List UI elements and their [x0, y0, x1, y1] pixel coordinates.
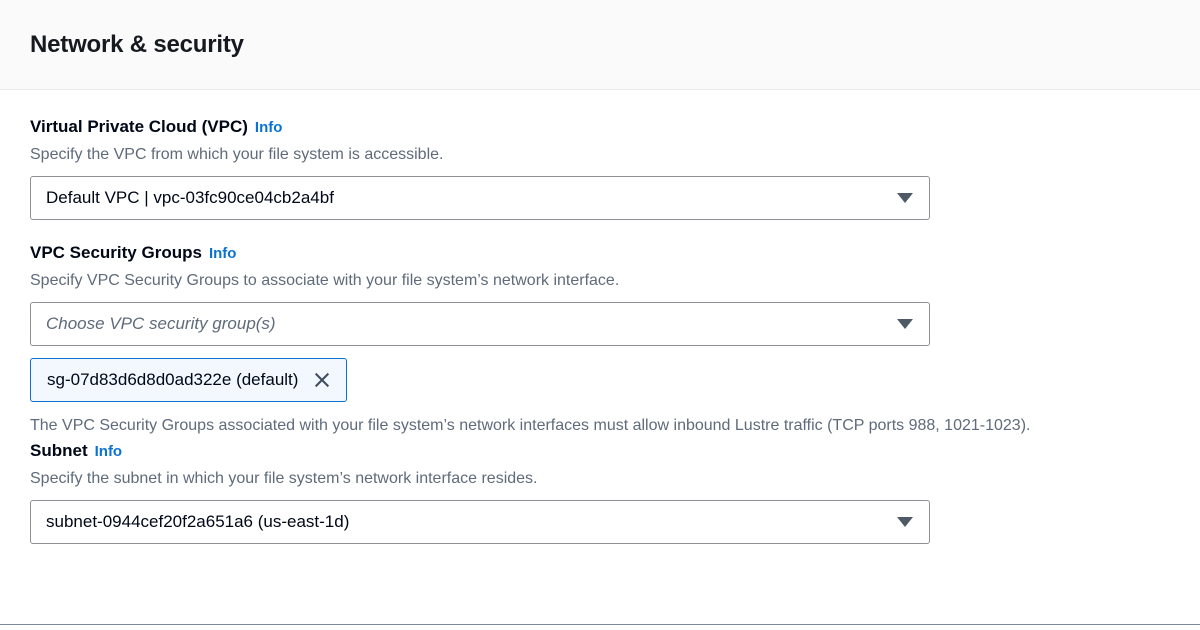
panel-footer-divider	[0, 624, 1200, 625]
page-title: Network & security	[30, 30, 244, 58]
field-subnet: Subnet Info Specify the subnet in which y…	[30, 440, 1170, 544]
chevron-down-icon	[897, 517, 913, 527]
field-vpc: Virtual Private Cloud (VPC) Info Specify …	[30, 116, 1170, 220]
subnet-label: Subnet Info	[30, 440, 1170, 463]
vpc-label: Virtual Private Cloud (VPC) Info	[30, 116, 1170, 139]
panel-header: Network & security	[0, 0, 1200, 90]
panel-body: Virtual Private Cloud (VPC) Info Specify …	[0, 90, 1200, 630]
field-security-groups: VPC Security Groups Info Specify VPC Secu…	[30, 242, 1170, 438]
chevron-down-icon	[897, 319, 913, 329]
vpc-label-text: Virtual Private Cloud (VPC)	[30, 117, 248, 136]
close-icon[interactable]	[311, 369, 333, 391]
subnet-info-link[interactable]: Info	[94, 443, 123, 460]
security-groups-info-link[interactable]: Info	[208, 245, 237, 262]
security-groups-constraint-text: The VPC Security Groups associated with …	[30, 417, 1031, 434]
security-group-token[interactable]: sg-07d83d6d8d0ad322e (default)	[30, 358, 348, 402]
security-groups-select[interactable]: Choose VPC security group(s)	[30, 302, 930, 346]
security-group-token-label: sg-07d83d6d8d0ad322e (default)	[47, 370, 299, 389]
security-groups-placeholder: Choose VPC security group(s)	[46, 314, 276, 333]
subnet-description: Specify the subnet in which your file sy…	[30, 470, 538, 487]
vpc-select-value: Default VPC | vpc-03fc90ce04cb2a4bf	[46, 188, 334, 207]
subnet-select[interactable]: subnet-0944cef20f2a651a6 (us-east-1d)	[30, 500, 930, 544]
vpc-select[interactable]: Default VPC | vpc-03fc90ce04cb2a4bf	[30, 176, 930, 220]
chevron-down-icon	[897, 193, 913, 203]
subnet-select-value: subnet-0944cef20f2a651a6 (us-east-1d)	[46, 512, 350, 531]
vpc-description: Specify the VPC from which your file sys…	[30, 146, 444, 163]
vpc-info-link[interactable]: Info	[254, 119, 283, 136]
security-groups-description: Specify VPC Security Groups to associate…	[30, 272, 620, 289]
security-groups-label-text: VPC Security Groups	[30, 243, 202, 262]
subnet-label-text: Subnet	[30, 441, 88, 460]
security-groups-label: VPC Security Groups Info	[30, 242, 1170, 265]
security-group-token-list: sg-07d83d6d8d0ad322e (default)	[30, 358, 1170, 402]
